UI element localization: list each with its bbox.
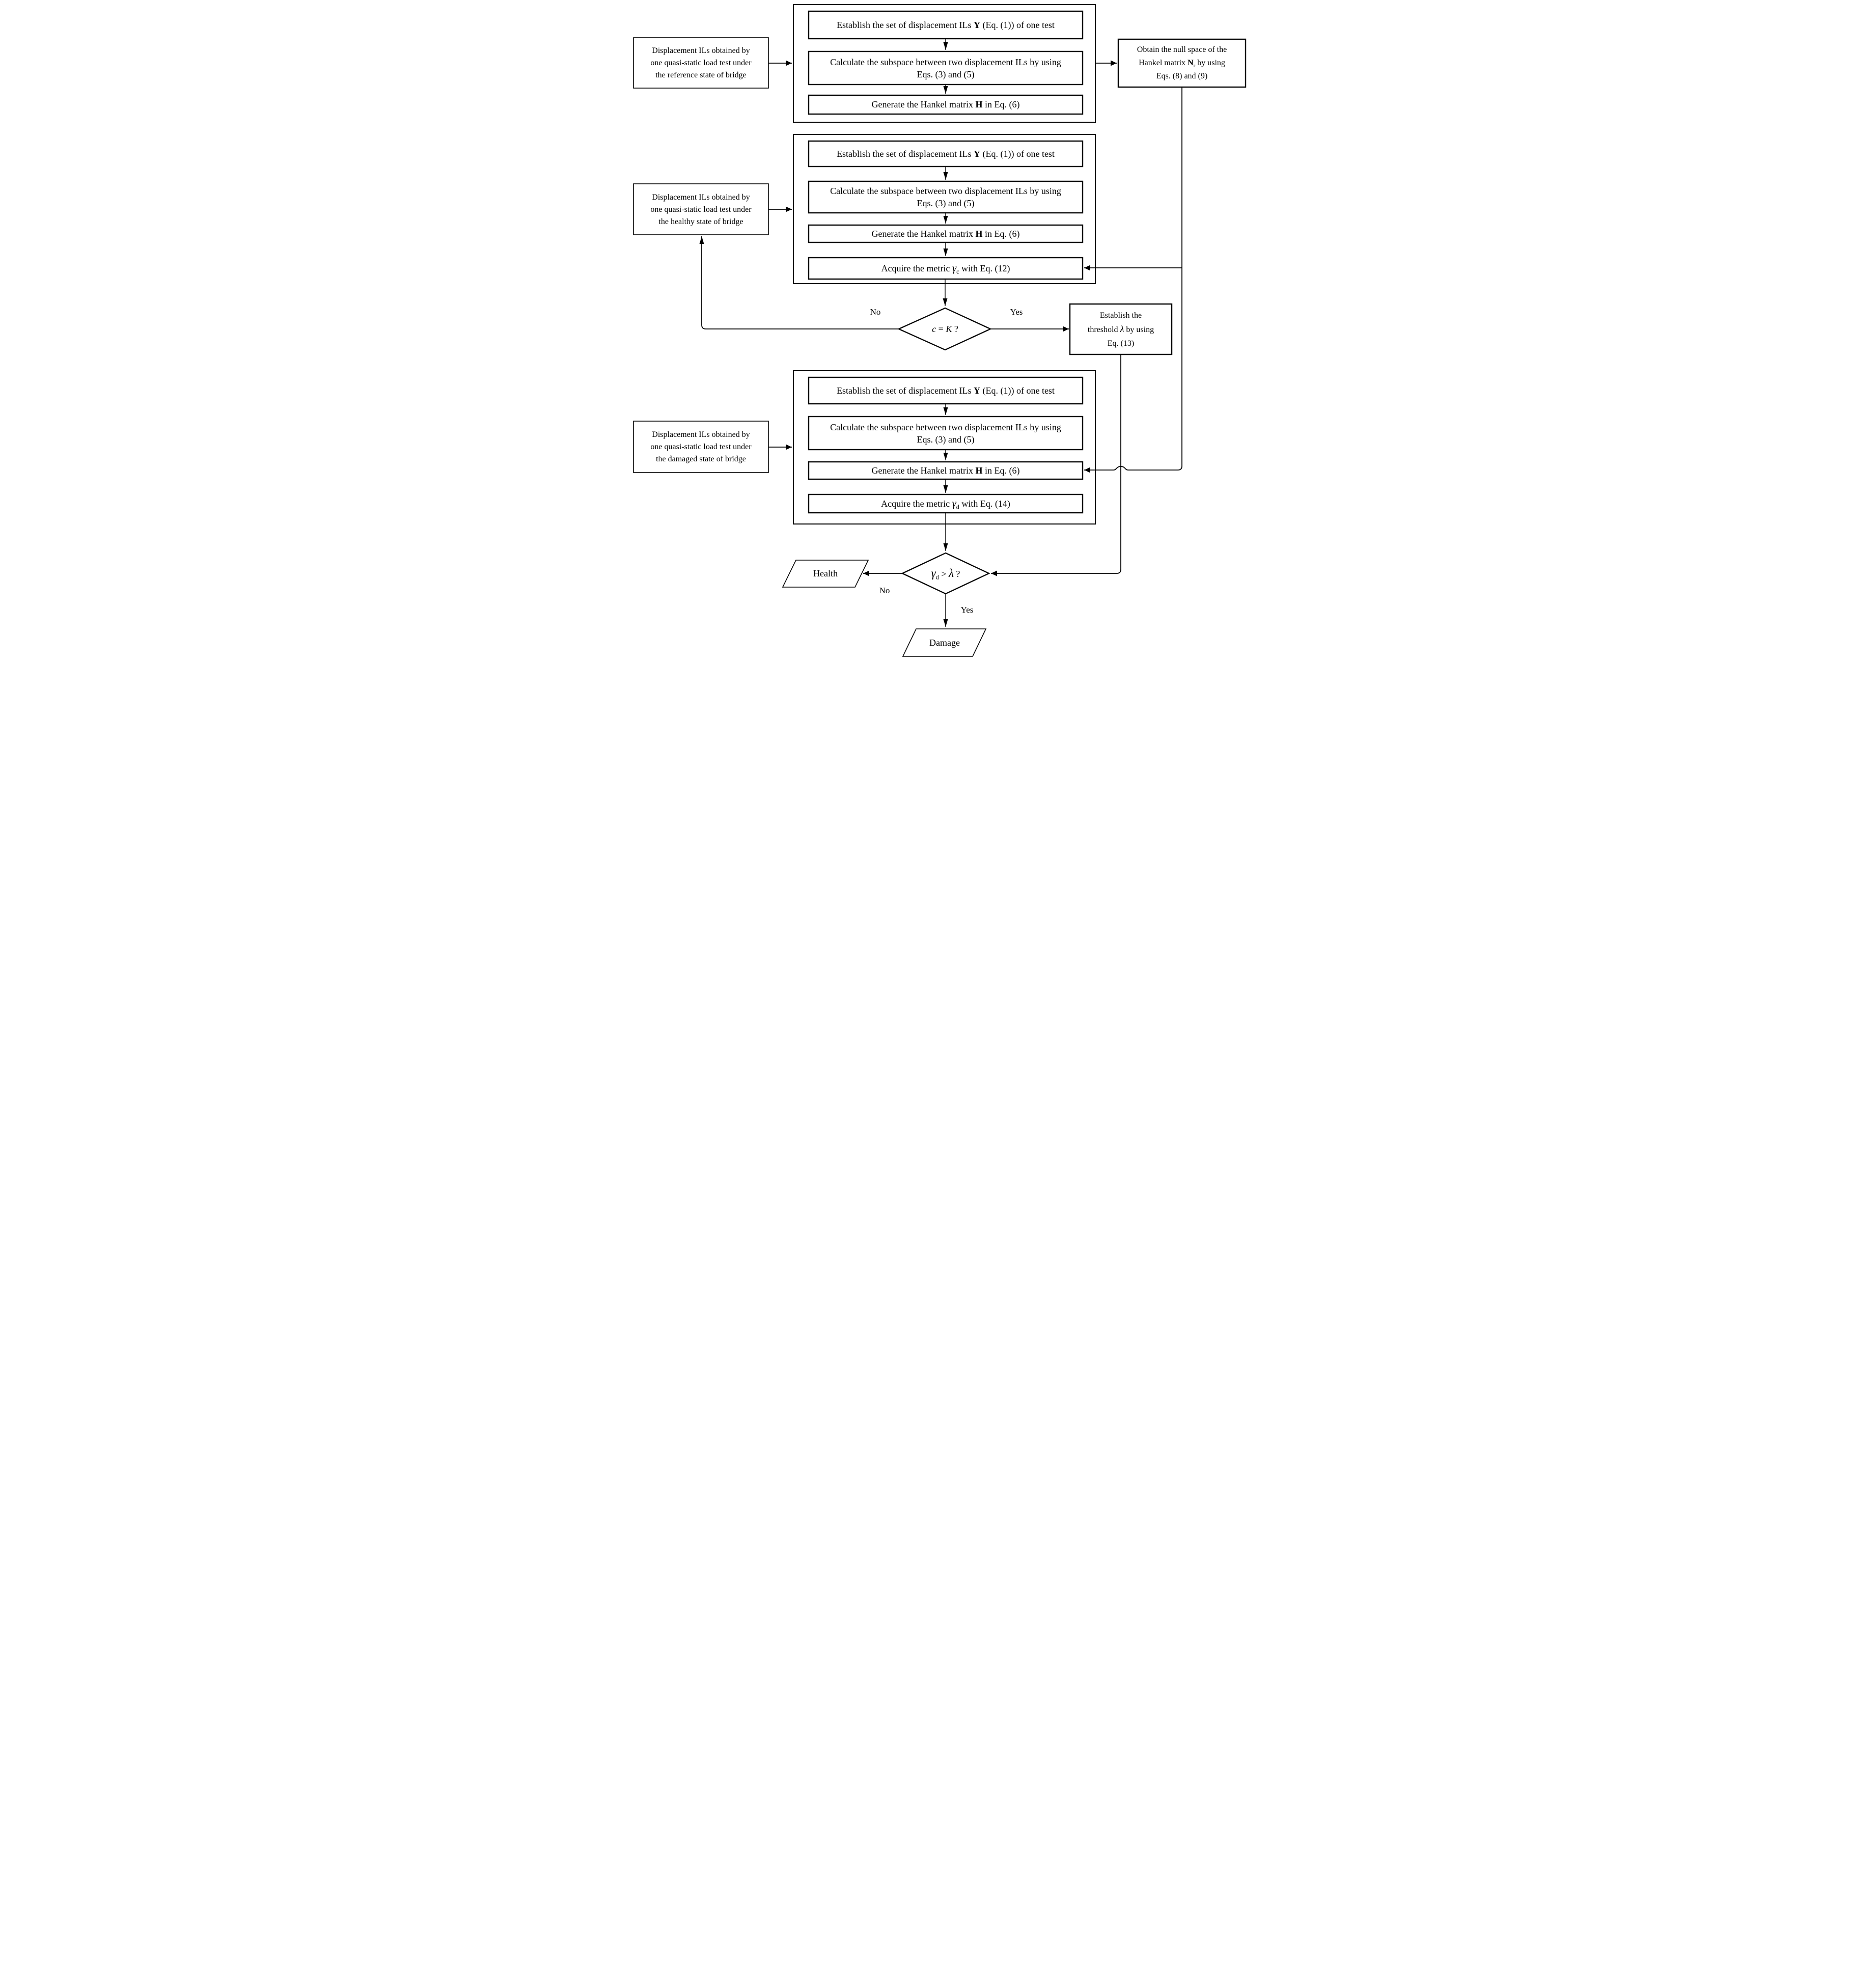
box-g2-establish	[808, 140, 1084, 168]
box-g3-establish	[808, 376, 1084, 405]
line-nullspace-to-g3-generate	[1084, 87, 1182, 473]
parallelogram-damage	[902, 628, 987, 657]
box-null-space	[1117, 38, 1247, 88]
box-g1-calculate	[808, 50, 1084, 86]
box-g1-generate	[808, 94, 1084, 115]
box-g2-acquire	[808, 257, 1084, 280]
box-g3-acquire	[808, 493, 1084, 514]
box-g3-generate	[808, 461, 1084, 480]
box-input-reference	[633, 37, 769, 89]
diamond-c-equals-K	[897, 307, 992, 351]
parallelogram-health	[782, 560, 869, 588]
box-g1-establish	[808, 10, 1084, 40]
box-threshold	[1069, 303, 1173, 355]
box-g2-calculate	[808, 180, 1084, 214]
arrow-decision-c-no-to-healthy	[699, 236, 899, 329]
box-g3-calculate	[808, 416, 1084, 451]
box-g2-generate	[808, 224, 1084, 243]
box-input-damaged	[633, 421, 769, 473]
flowchart-shapes-layer	[633, 4, 1247, 657]
line-threshold-to-decision-gamma	[991, 354, 1121, 576]
box-input-healthy	[633, 183, 769, 235]
diamond-gamma-gt-lambda	[901, 552, 990, 595]
